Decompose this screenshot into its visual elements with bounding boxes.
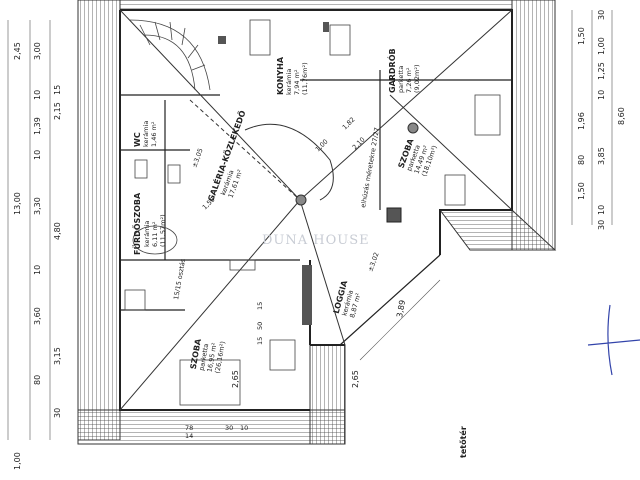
svg-text:13,00: 13,00 xyxy=(13,192,22,215)
room-note-gardrob: (9,02m²) xyxy=(413,65,421,93)
svg-text:8,60: 8,60 xyxy=(617,107,626,125)
room-note-furdoszoba: (11,57m²) xyxy=(159,214,167,247)
room-floor-wc: kerámia xyxy=(142,121,150,147)
svg-text:1,96: 1,96 xyxy=(577,112,586,130)
svg-text:80: 80 xyxy=(577,155,586,165)
level-mark-a: ±3,05 xyxy=(190,147,204,168)
small-dim-6: 50 xyxy=(256,322,264,330)
svg-text:80: 80 xyxy=(33,375,42,385)
svg-text:2,15: 2,15 xyxy=(53,102,62,120)
room-note-konyha: (11,76m²) xyxy=(301,62,309,95)
staircase xyxy=(129,19,211,91)
floor-label: tetőtér xyxy=(458,426,468,458)
column xyxy=(302,265,312,325)
svg-text:10: 10 xyxy=(33,90,42,100)
room-name-konyha: KONYHA xyxy=(276,56,285,95)
left-dimensions: 2,45 3,00 10 2,15 1,39 10 3,30 4,80 10 3… xyxy=(13,42,62,470)
svg-text:4,80: 4,80 xyxy=(53,222,62,240)
svg-text:3,00: 3,00 xyxy=(33,42,42,60)
right-dimensions: 1,50 30 1,00 1,25 10 1,96 80 3,85 1,50 1… xyxy=(577,10,626,230)
svg-text:2,45: 2,45 xyxy=(13,42,22,60)
dimension-lines xyxy=(7,10,613,440)
room-name-wc: WC xyxy=(133,132,142,147)
svg-text:1,50: 1,50 xyxy=(577,27,586,45)
roof-eaves xyxy=(77,0,557,445)
svg-text:15: 15 xyxy=(53,85,62,95)
level-mark-b: ±3,02 xyxy=(366,251,380,272)
room-floor-furdoszoba: kerámia xyxy=(143,221,151,247)
stair-note: 15/15 osztás xyxy=(172,257,187,300)
room-area-gardrob: 7,26 m² xyxy=(405,67,413,93)
vent-block-2 xyxy=(323,22,329,32)
room-floor-gardrob: parketta xyxy=(397,66,405,93)
room-floor-konyha: kerámia xyxy=(285,69,293,95)
small-dim-4: 10 xyxy=(240,424,248,432)
svg-text:3,60: 3,60 xyxy=(33,307,42,325)
chimney xyxy=(386,207,402,223)
svg-text:1,39: 1,39 xyxy=(33,117,42,135)
svg-text:1,50: 1,50 xyxy=(577,182,586,200)
height-1: 1,00 xyxy=(314,138,330,154)
diag-dim: 3,89 xyxy=(395,299,407,318)
svg-text:10: 10 xyxy=(33,150,42,160)
svg-text:30: 30 xyxy=(597,10,606,20)
small-dim-1: 78 xyxy=(185,424,193,432)
vent-block xyxy=(218,36,226,44)
room-area-konyha: 7,94 m² xyxy=(293,69,301,95)
roof-ridges xyxy=(119,9,513,411)
svg-text:3,30: 3,30 xyxy=(33,197,42,215)
small-dim-3: 30 xyxy=(225,424,233,432)
svg-text:10: 10 xyxy=(597,205,606,215)
svg-text:30: 30 xyxy=(597,220,606,230)
small-dim-2: 14 xyxy=(185,432,193,440)
svg-text:10: 10 xyxy=(33,265,42,275)
room-area-furdoszoba: 6,11 m² xyxy=(151,221,159,247)
height-3: 2,10 xyxy=(351,136,367,152)
room-area-wc: 1,46 m² xyxy=(150,121,158,147)
watermark: DUNA HOUSE xyxy=(262,233,370,248)
svg-text:3,15: 3,15 xyxy=(53,347,62,365)
bottom-dim-1: 2,65 xyxy=(231,370,240,388)
height-4: 1,82 xyxy=(341,116,357,132)
bath-fixtures xyxy=(132,159,181,255)
svg-text:30: 30 xyxy=(53,408,62,418)
handwritten-mark xyxy=(587,304,640,376)
svg-text:1,25: 1,25 xyxy=(597,62,606,80)
bottom-dim-2: 2,65 xyxy=(351,370,360,388)
svg-text:3,85: 3,85 xyxy=(597,147,606,165)
gallery-railing xyxy=(244,122,419,206)
small-dim-5: 15 xyxy=(256,302,264,310)
room-name-furdoszoba: FÜRDŐSZOBA xyxy=(132,192,142,255)
svg-text:10: 10 xyxy=(597,90,606,100)
svg-text:1,00: 1,00 xyxy=(13,452,22,470)
svg-text:1,00: 1,00 xyxy=(597,37,606,55)
room-name-gardrob: GARDRÓB xyxy=(386,48,397,93)
small-dim-7: 15 xyxy=(256,337,264,345)
roof-windows xyxy=(124,19,501,406)
